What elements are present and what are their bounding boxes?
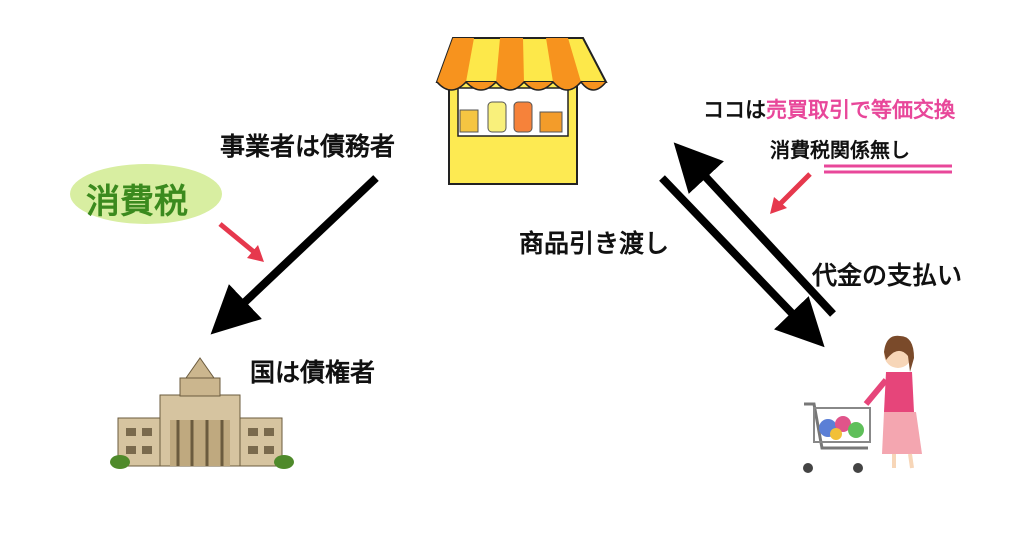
payment-arrow [673, 142, 836, 317]
payment-label: 代金の支払い [812, 261, 963, 290]
consumption-tax-label: 消費税 [86, 182, 188, 222]
note-line-1: ココは売買取引で等価交換 [703, 94, 955, 124]
note-pointer-arrowhead [770, 197, 787, 214]
tax-pointer-arrow [218, 222, 256, 254]
note-highlight: 売買取引で等価交換 [766, 98, 955, 122]
note-pointer-arrow [778, 172, 812, 206]
state-creditor-label: 国は債権者 [250, 358, 376, 387]
government-building-icon [110, 357, 294, 469]
debtor-to-state-arrow [210, 175, 379, 335]
consumption-tax-badge [70, 164, 222, 224]
note-prefix: ココは [703, 98, 766, 122]
note-line-2: 消費税関係無し [770, 138, 910, 162]
market-stall-icon [435, 37, 608, 185]
shopper-with-cart-icon [803, 335, 922, 473]
tax-pointer-arrowhead [247, 245, 264, 262]
goods-delivery-label: 商品引き渡し [519, 229, 670, 258]
business-debtor-label: 事業者は債務者 [220, 132, 396, 161]
goods-delivery-arrow [659, 175, 825, 348]
